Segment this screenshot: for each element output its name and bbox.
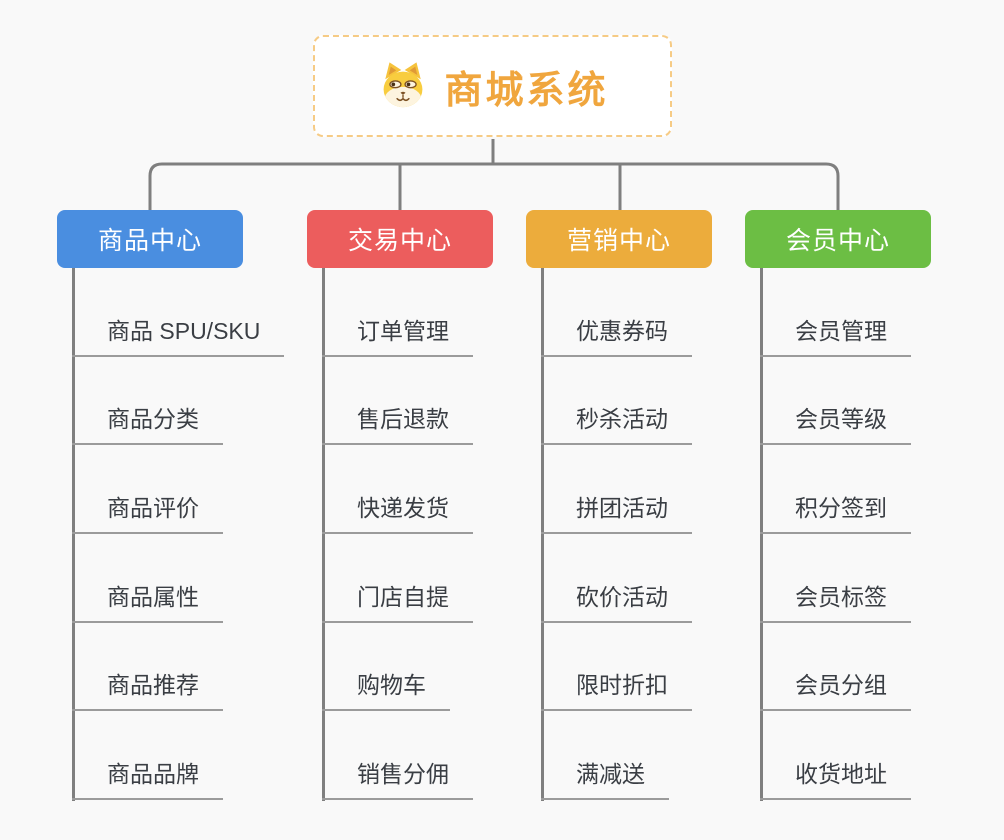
sub-topic-label: 售后退款 [322, 400, 473, 446]
sub-topic-label: 订单管理 [322, 312, 473, 357]
sub-topic[interactable]: 会员标签 [745, 534, 931, 623]
sub-topic[interactable]: 收货地址 [745, 711, 931, 801]
sub-topic[interactable]: 商品推荐 [57, 623, 243, 712]
sub-topic-label: 快递发货 [322, 489, 473, 535]
sub-topic-label: 购物车 [322, 666, 450, 712]
sub-topic[interactable]: 快递发货 [307, 445, 493, 535]
sub-topic-label: 商品品牌 [72, 755, 223, 801]
sub-topic[interactable]: 订单管理 [307, 268, 493, 357]
sub-topic-label: 拼团活动 [541, 489, 692, 535]
sub-topic[interactable]: 砍价活动 [526, 534, 712, 623]
branch-column-trade: 交易中心 订单管理 售后退款 快递发货 门店自提 购物车 销售分佣 [307, 210, 493, 801]
sub-topic-label: 会员管理 [760, 312, 911, 357]
branch-trunk-line [322, 268, 325, 801]
sub-topic[interactable]: 商品评价 [57, 445, 243, 535]
branch-column-member: 会员中心 会员管理 会员等级 积分签到 会员标签 会员分组 收货地址 [745, 210, 931, 801]
branch-trunk-line [760, 268, 763, 801]
root-node[interactable]: 商城系统 [313, 35, 672, 137]
dog-face-icon [384, 62, 423, 108]
sub-topic[interactable]: 拼团活动 [526, 445, 712, 535]
sub-topic-label: 会员分组 [760, 666, 911, 712]
sub-topic-label: 限时折扣 [541, 666, 692, 712]
sub-topic[interactable]: 会员分组 [745, 623, 931, 712]
branch-node-marketing[interactable]: 营销中心 [526, 210, 712, 268]
sub-topic-list: 优惠券码 秒杀活动 拼团活动 砍价活动 限时折扣 满减送 [526, 268, 712, 801]
sub-topic-label: 会员等级 [760, 400, 911, 446]
branch-node-trade[interactable]: 交易中心 [307, 210, 493, 268]
sub-topic[interactable]: 会员等级 [745, 357, 931, 446]
sub-topic-label: 秒杀活动 [541, 400, 692, 446]
sub-topic-label: 商品属性 [72, 578, 223, 623]
sub-topic-label: 商品分类 [72, 400, 223, 446]
sub-topic-label: 积分签到 [760, 489, 911, 535]
sub-topic[interactable]: 秒杀活动 [526, 357, 712, 446]
sub-topic[interactable]: 商品 SPU/SKU [57, 268, 285, 357]
sub-topic[interactable]: 限时折扣 [526, 623, 712, 712]
sub-topic[interactable]: 商品属性 [57, 534, 243, 623]
sub-topic-label: 优惠券码 [541, 312, 692, 357]
sub-topic[interactable]: 优惠券码 [526, 268, 712, 357]
sub-topic[interactable]: 积分签到 [745, 445, 931, 535]
sub-topic-list: 会员管理 会员等级 积分签到 会员标签 会员分组 收货地址 [745, 268, 931, 801]
sub-topic-label: 收货地址 [760, 755, 911, 801]
sub-topic[interactable]: 会员管理 [745, 268, 931, 357]
sub-topic-label: 商品推荐 [72, 666, 223, 712]
sub-topic[interactable]: 销售分佣 [307, 711, 493, 801]
sub-topic-list: 订单管理 售后退款 快递发货 门店自提 购物车 销售分佣 [307, 268, 493, 801]
sub-topic-label: 商品评价 [72, 489, 223, 535]
sub-topic[interactable]: 售后退款 [307, 357, 493, 446]
root-title: 商城系统 [444, 69, 609, 112]
sub-topic[interactable]: 门店自提 [307, 534, 493, 623]
branch-trunk-line [541, 268, 544, 801]
branch-column-product: 商品中心 商品 SPU/SKU 商品分类 商品评价 商品属性 商品推荐 商品品牌 [57, 210, 285, 801]
sub-topic[interactable]: 购物车 [307, 623, 493, 712]
sub-topic-label: 满减送 [541, 755, 669, 801]
sub-topic-label: 门店自提 [322, 578, 473, 623]
branch-trunk-line [72, 268, 75, 801]
sub-topic[interactable]: 满减送 [526, 711, 712, 801]
sub-topic[interactable]: 商品品牌 [57, 711, 243, 801]
sub-topic-label: 砍价活动 [541, 578, 692, 623]
sub-topic-label: 销售分佣 [322, 755, 473, 801]
branch-column-marketing: 营销中心 优惠券码 秒杀活动 拼团活动 砍价活动 限时折扣 满减送 [526, 210, 712, 801]
sub-topic-list: 商品 SPU/SKU 商品分类 商品评价 商品属性 商品推荐 商品品牌 [57, 268, 285, 801]
branch-node-member[interactable]: 会员中心 [745, 210, 931, 268]
branch-node-product[interactable]: 商品中心 [57, 210, 243, 268]
sub-topic[interactable]: 商品分类 [57, 357, 243, 446]
sub-topic-label: 商品 SPU/SKU [72, 312, 285, 357]
sub-topic-label: 会员标签 [760, 578, 911, 623]
